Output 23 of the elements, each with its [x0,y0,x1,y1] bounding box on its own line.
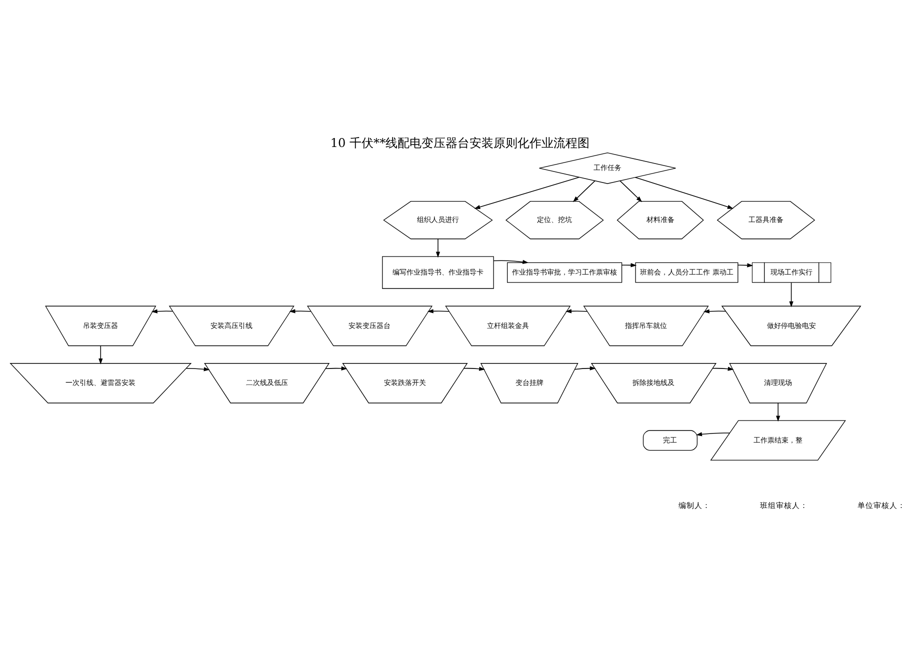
arrow [738,263,754,268]
arrow [464,366,486,371]
arrow [621,263,637,268]
arrow [566,309,588,314]
arrow [474,176,580,209]
arrow [151,309,174,314]
arrow [186,367,210,372]
arrow [493,260,529,264]
arrow [634,177,734,209]
arrow [289,309,312,314]
arrow [574,366,596,370]
arrow [703,309,726,314]
arrow [427,309,450,314]
arrow [325,366,348,370]
diagram-title: 10 千伏**线配电变压器台安装原则化作业流程图 [330,136,590,150]
arrow [696,432,730,436]
arrow [572,180,596,202]
arrow [98,345,103,364]
arrow [776,402,780,422]
arrow [620,180,642,202]
arrow [712,366,734,371]
arrow [436,238,440,258]
arrow [789,282,794,308]
